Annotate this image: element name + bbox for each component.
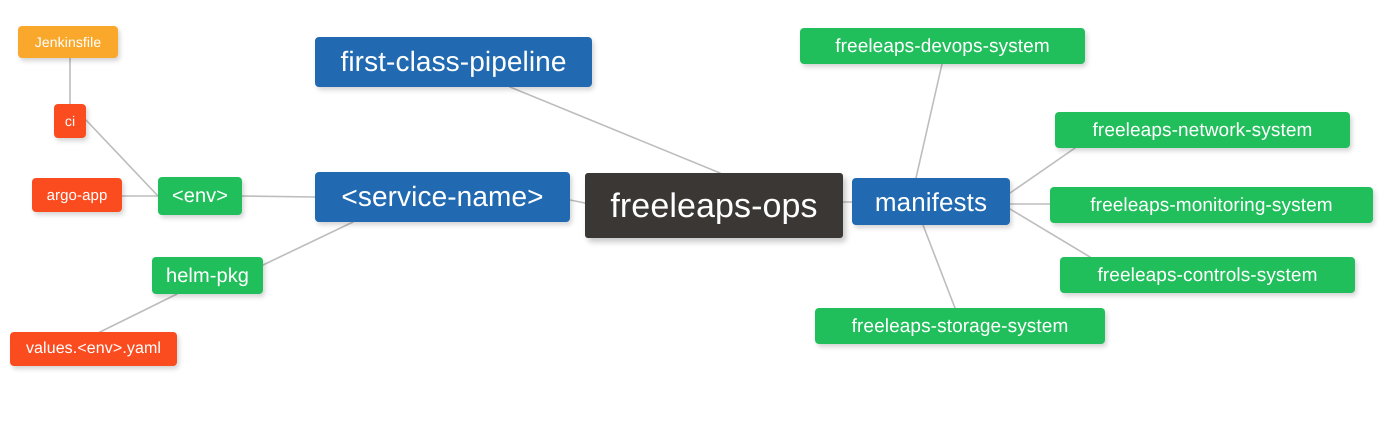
node-label: freeleaps-controls-system [1097, 264, 1318, 286]
node-label: manifests [874, 186, 988, 217]
edge-manifests-to-freeleaps-storage-system [922, 224, 956, 309]
node-label: <service-name> [341, 181, 544, 212]
node-label: Jenkinsfile [34, 34, 102, 50]
node-freeleaps-ops[interactable]: freeleaps-ops [585, 173, 843, 238]
node-label: helm-pkg [165, 264, 250, 287]
node-label: freeleaps-devops-system [835, 35, 1050, 57]
node-ci[interactable]: ci [54, 104, 86, 138]
node-argo-app[interactable]: argo-app [32, 178, 122, 212]
node-label: values.<env>.yaml [25, 340, 162, 357]
edge-helm-pkg-to-values-yaml [99, 293, 178, 333]
node-values-yaml[interactable]: values.<env>.yaml [10, 332, 177, 366]
node-helm-pkg[interactable]: helm-pkg [152, 257, 263, 294]
node-freeleaps-devops-system[interactable]: freeleaps-devops-system [800, 28, 1085, 64]
node-service-name[interactable]: <service-name> [315, 172, 570, 222]
node-first-class-pipeline[interactable]: first-class-pipeline [315, 37, 592, 87]
node-jenkinsfile[interactable]: Jenkinsfile [18, 26, 118, 58]
node-label: argo-app [46, 186, 108, 204]
node-freeleaps-network-system[interactable]: freeleaps-network-system [1055, 112, 1350, 148]
edge-first-class-pipeline-to-freeleaps-ops [509, 86, 721, 174]
edge-service-name-to-helm-pkg [262, 221, 354, 266]
node-freeleaps-storage-system[interactable]: freeleaps-storage-system [815, 308, 1105, 344]
node-label: <env> [171, 185, 229, 207]
node-label: freeleaps-ops [610, 186, 818, 225]
node-label: ci [64, 113, 76, 129]
node-label: first-class-pipeline [340, 46, 567, 77]
node-label: freeleaps-monitoring-system [1090, 194, 1333, 216]
node-manifests[interactable]: manifests [852, 178, 1010, 225]
edge-env-to-service-name [241, 195, 316, 198]
node-label: freeleaps-network-system [1092, 119, 1313, 141]
edge-manifests-to-freeleaps-devops-system [915, 63, 943, 179]
node-freeleaps-monitoring-system[interactable]: freeleaps-monitoring-system [1050, 187, 1373, 223]
node-env[interactable]: <env> [158, 177, 242, 215]
edge-service-name-to-freeleaps-ops [569, 199, 586, 204]
node-freeleaps-controls-system[interactable]: freeleaps-controls-system [1060, 257, 1355, 293]
node-label: freeleaps-storage-system [851, 315, 1069, 337]
